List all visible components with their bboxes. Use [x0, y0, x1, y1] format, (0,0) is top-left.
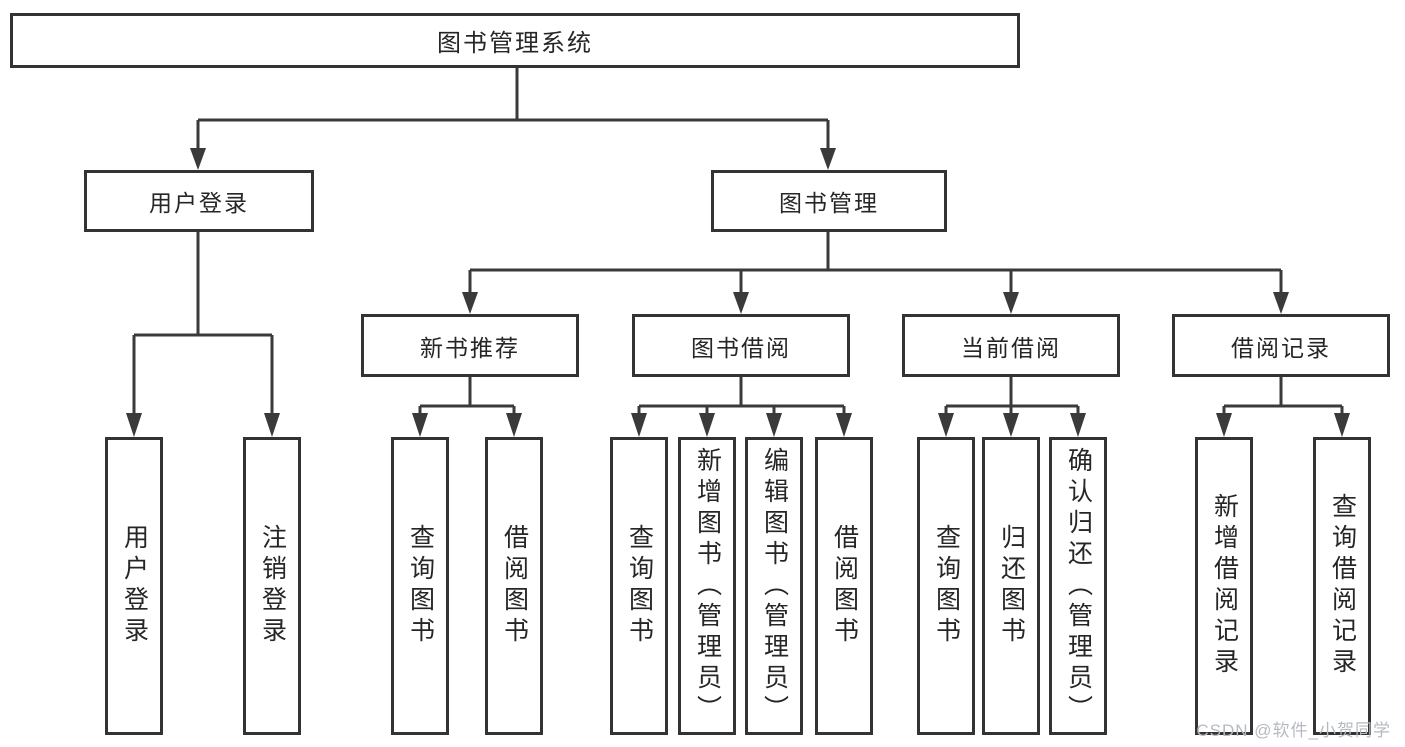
node-book-borrowing: 图书借阅 — [632, 314, 850, 377]
leaf-borrow-books-recommend: 借阅图书 — [485, 437, 543, 735]
leaf-borrow-books-borrowing-label: 借阅图书 — [830, 524, 859, 648]
leaf-add-borrow-record: 新增借阅记录 — [1195, 437, 1253, 735]
leaf-return-books-label: 归还图书 — [997, 524, 1026, 648]
arrowhead-icon — [699, 413, 715, 437]
leaf-borrow-books-recommend-label: 借阅图书 — [500, 524, 529, 648]
node-new-book-recommendation-label: 新书推荐 — [420, 334, 520, 361]
leaf-borrow-books-borrowing: 借阅图书 — [815, 437, 873, 735]
tree-connector-book-borrowing — [637, 377, 846, 417]
arrowhead-icon — [1003, 292, 1019, 314]
node-book-management-label: 图书管理 — [779, 190, 879, 216]
tree-connector-borrowing-records — [1222, 377, 1344, 417]
leaf-add-borrow-record-label: 新增借阅记录 — [1210, 493, 1239, 679]
leaf-return-books: 归还图书 — [982, 437, 1040, 735]
arrowhead-icon — [1334, 413, 1350, 437]
csdn-watermark: CSDN @软件_小贺同学 — [1196, 721, 1391, 740]
tree-connector-root-lines — [196, 68, 830, 150]
node-borrowing-records: 借阅记录 — [1172, 314, 1390, 377]
leaf-query-books-recommend-label: 查询图书 — [406, 524, 435, 648]
leaf-user-login-label: 用户登录 — [120, 524, 149, 648]
node-root-label: 图书管理系统 — [437, 30, 593, 57]
leaf-query-books-current: 查询图书 — [917, 437, 975, 735]
arrowhead-icon — [462, 292, 478, 314]
leaf-add-book-admin: 新增图书（管理员） — [678, 437, 736, 735]
leaf-confirm-return-admin-label: 确认归还（管理员） — [1064, 446, 1093, 726]
leaf-logout-label: 注销登录 — [258, 524, 287, 648]
arrowhead-icon — [412, 413, 428, 437]
arrowhead-icon — [506, 413, 522, 437]
node-root: 图书管理系统 — [10, 13, 1020, 68]
leaf-user-login: 用户登录 — [105, 437, 163, 735]
node-new-book-recommendation: 新书推荐 — [361, 314, 579, 377]
node-borrowing-records-label: 借阅记录 — [1231, 334, 1331, 361]
node-current-borrowing: 当前借阅 — [902, 314, 1120, 377]
leaf-query-books-current-label: 查询图书 — [932, 524, 961, 648]
arrowhead-icon — [1216, 413, 1232, 437]
arrowhead-icon — [631, 413, 647, 437]
leaf-query-borrow-record: 查询借阅记录 — [1313, 437, 1371, 735]
leaf-query-books-borrowing: 查询图书 — [610, 437, 668, 735]
leaf-add-book-admin-label: 新增图书（管理员） — [693, 446, 722, 726]
leaf-edit-book-admin: 编辑图书（管理员） — [745, 437, 803, 735]
arrowhead-icon — [126, 413, 142, 437]
node-book-management: 图书管理 — [711, 170, 947, 232]
arrowhead-icon — [1003, 413, 1019, 437]
arrowhead-icon — [1070, 413, 1086, 437]
tree-connector-current-borrowing — [944, 377, 1080, 417]
leaf-edit-book-admin-label: 编辑图书（管理员） — [760, 446, 789, 726]
node-user-login: 用户登录 — [84, 170, 314, 232]
leaf-query-books-borrowing-label: 查询图书 — [625, 524, 654, 648]
node-current-borrowing-label: 当前借阅 — [961, 334, 1061, 361]
node-book-borrowing-label: 图书借阅 — [691, 334, 791, 361]
arrowhead-icon — [766, 413, 782, 437]
arrowhead-icon — [264, 413, 280, 437]
arrowhead-icon — [938, 413, 954, 437]
tree-connector-user-login — [132, 232, 274, 417]
arrowhead-icon — [836, 413, 852, 437]
arrowhead-icon — [733, 292, 749, 314]
leaf-query-books-recommend: 查询图书 — [391, 437, 449, 735]
arrowhead-icon — [820, 148, 836, 170]
leaf-logout: 注销登录 — [243, 437, 301, 735]
arrowhead-icon — [1273, 292, 1289, 314]
arrowhead-icon — [190, 148, 206, 170]
tree-connector-new-book — [418, 377, 516, 417]
leaf-confirm-return-admin: 确认归还（管理员） — [1049, 437, 1107, 735]
tree-connector-book-management — [468, 232, 1283, 296]
leaf-query-borrow-record-label: 查询借阅记录 — [1328, 493, 1357, 679]
arrowheads — [126, 148, 1350, 437]
node-user-login-label: 用户登录 — [149, 190, 249, 216]
